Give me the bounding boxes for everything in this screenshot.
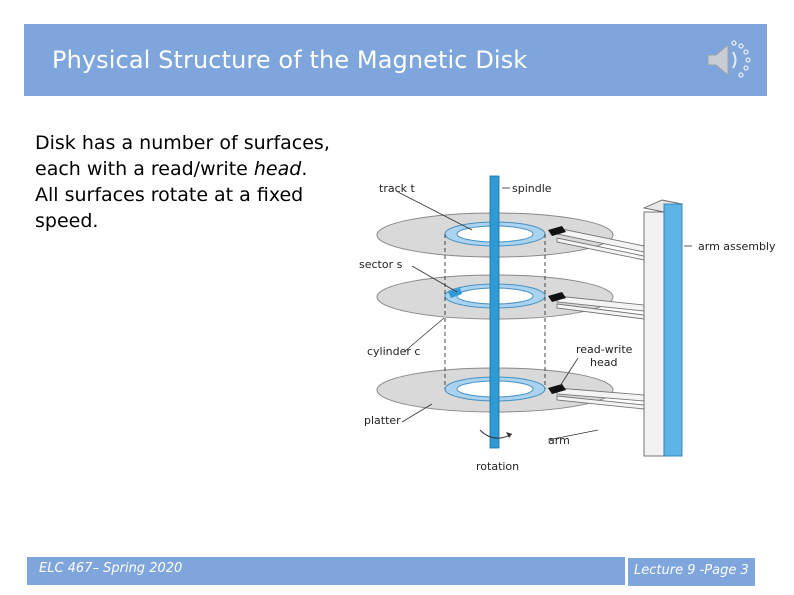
body-line-3: All surfaces rotate at a fixed bbox=[35, 184, 304, 206]
label-pointers bbox=[397, 187, 692, 441]
footer-page: Lecture 9 -Page 3 bbox=[627, 557, 755, 586]
label-platter: platter bbox=[364, 414, 401, 427]
arm-assembly bbox=[642, 199, 684, 457]
body-line-2: each with a read/write head. bbox=[35, 156, 365, 182]
slide-header: Physical Structure of the Magnetic Disk bbox=[24, 24, 767, 96]
disk-structure-diagram: track t spindle arm assembly sector s cy… bbox=[359, 175, 776, 473]
slide-title: Physical Structure of the Magnetic Disk bbox=[52, 46, 528, 74]
body-line-4: speed. bbox=[35, 210, 99, 232]
label-read-write-1: read-write bbox=[576, 343, 633, 356]
label-cylinder: cylinder c bbox=[367, 345, 420, 358]
footer-course-text: ELC 467– Spring 2020 bbox=[39, 561, 183, 576]
body-line-1: Disk has a number of surfaces, bbox=[35, 132, 330, 154]
cylinder-outline bbox=[444, 234, 546, 389]
read-write-heads bbox=[548, 226, 566, 394]
label-spindle: spindle bbox=[512, 182, 552, 195]
footer-bar bbox=[252, 557, 625, 585]
speaker-icon[interactable] bbox=[704, 37, 752, 83]
label-track: track t bbox=[379, 182, 415, 195]
body-line-2-text: each with a read/write bbox=[35, 158, 254, 180]
spindle-shaft bbox=[489, 175, 500, 449]
label-arm-assembly: arm assembly bbox=[698, 240, 776, 253]
label-read-write-2: head bbox=[590, 356, 617, 369]
label-sector: sector s bbox=[359, 258, 403, 271]
footer-page-text: Lecture 9 -Page 3 bbox=[634, 563, 749, 578]
footer-course: ELC 467– Spring 2020 bbox=[27, 557, 252, 585]
body-line-2-emphasis: head bbox=[253, 158, 302, 180]
body-line-2-suffix: . bbox=[301, 158, 308, 180]
slide-body: Disk has a number of surfaces, each with… bbox=[35, 130, 365, 234]
label-rotation: rotation bbox=[476, 460, 519, 473]
label-arm: arm bbox=[548, 434, 570, 447]
